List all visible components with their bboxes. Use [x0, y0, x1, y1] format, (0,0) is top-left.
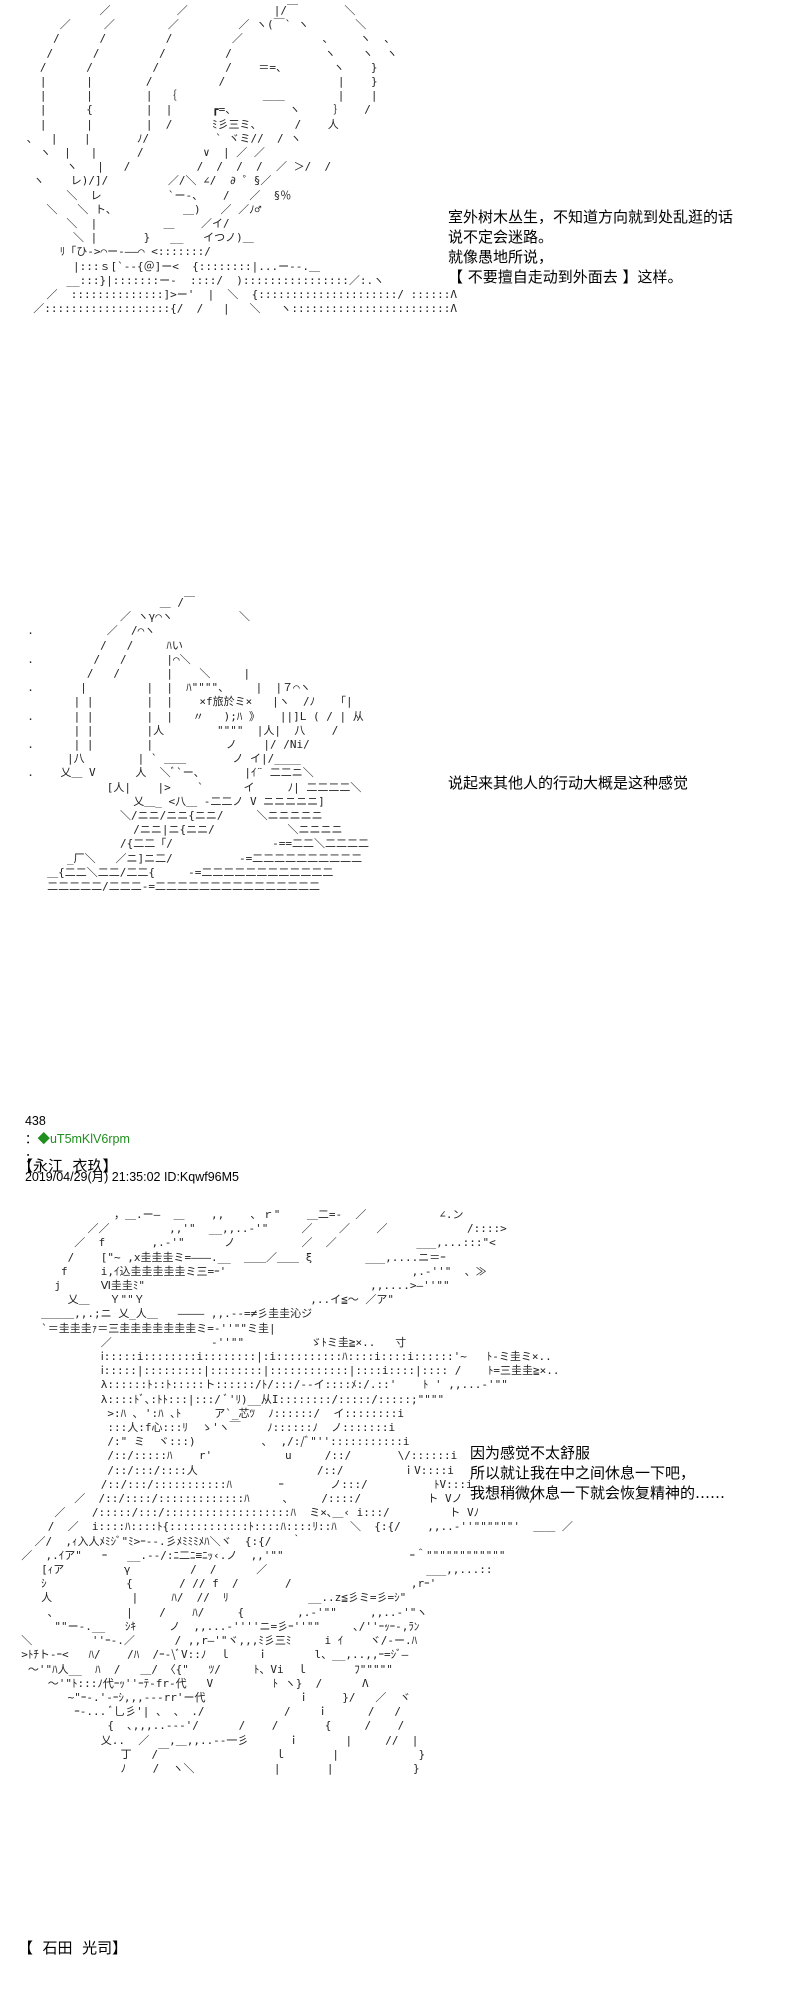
post-separator-2: ：: [24, 1151, 38, 1165]
post-header: 438 ：◆uT5mKlV6rpm ： 2019/04/29(月) 21:35:…: [18, 1100, 239, 1185]
post-separator: ：: [24, 1132, 38, 1146]
ascii-art-panel-3: ，＿.ー― ＿ ,, ､ ｒ" ＿二=- ／ ∠.ン ／／ ,,'" __,,.…: [21, 1208, 573, 1775]
narration-panel-3-line-1: 因为感觉不太舒服: [470, 1444, 591, 1462]
narration-panel-1-line-4: 【 不要擅自走动到外面去 】这样。: [448, 268, 683, 286]
trip-diamond-icon: ◆: [37, 1132, 50, 1146]
narration-panel-1-line-1: 室外树木丛生，不知道方向就到处乱逛的话: [448, 208, 734, 226]
narration-panel-1-line-3: 就像愚地所说，: [448, 248, 554, 266]
post-date: 2019/04/29(月) 21:35:02 ID:Kqwf96M5: [24, 1170, 239, 1184]
narration-panel-1-line-2: 说不定会迷路。: [448, 228, 554, 246]
ascii-art-panel-2: ＿ /￣ ／ ヽγ⌒ヽ ＼ . ／ /⌒ヽ / / ﾊい . / / |⌒＼ /…: [27, 596, 370, 894]
narration-panel-2: 说起来其他人的行动大概是这种感觉: [448, 774, 689, 792]
ascii-art-panel-1: ／ ／ |/￣ ＼ ／ ／ ／ ／ ヽ(￣` ヽ ＼ / / / ／ 、 ヽ 、…: [26, 4, 457, 316]
post-author[interactable]: uT5mKlV6rpm: [49, 1132, 130, 1146]
post-number: 438: [24, 1114, 46, 1128]
character-label-2: 【 石田 光司】: [18, 1939, 128, 1957]
narration-panel-3-line-2: 所以就让我在中之间休息一下吧，: [470, 1464, 696, 1482]
character-label-1: 【永江 衣玖】: [18, 1157, 118, 1175]
narration-panel-3-line-3: 我想稍微休息一下就会恢复精神的……: [470, 1484, 730, 1502]
